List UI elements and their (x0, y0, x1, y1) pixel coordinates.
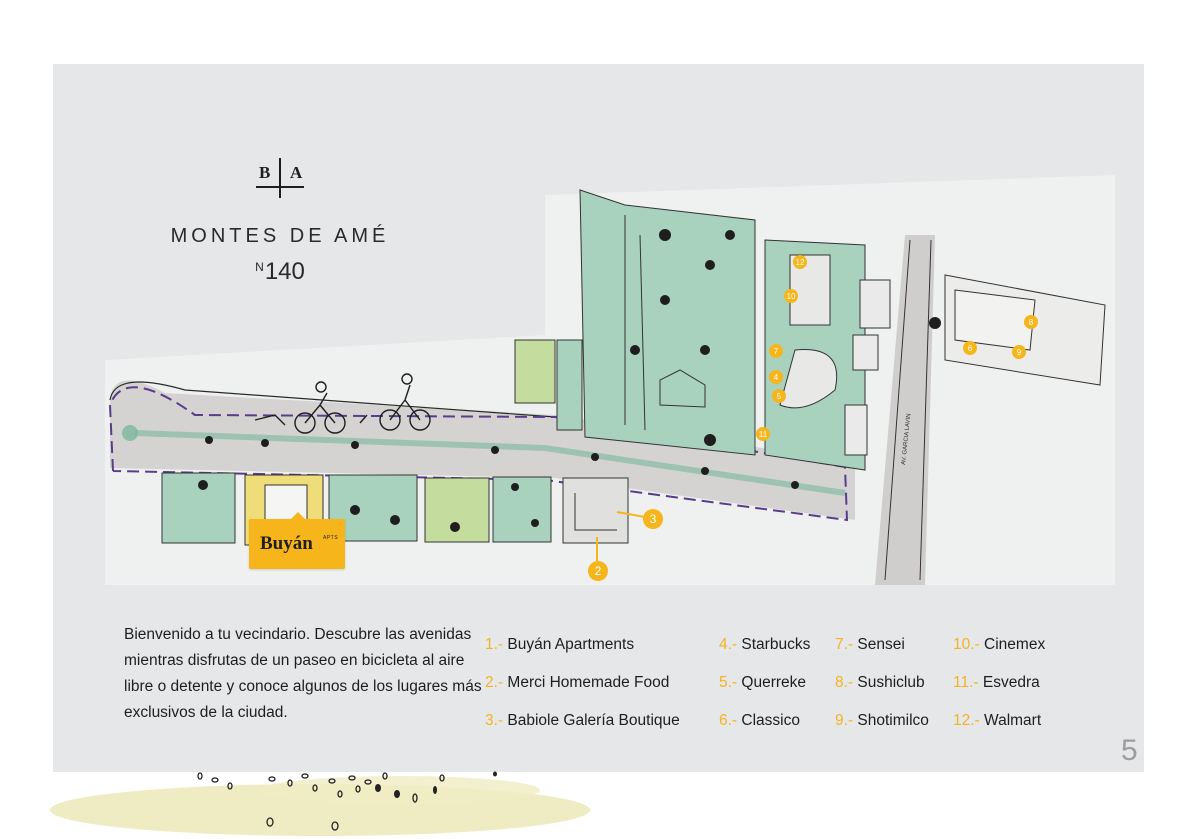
legend-item-10: 10.- Cinemex (953, 636, 1045, 654)
avenue-label: AV. GARCIA LAVIN (901, 413, 912, 465)
monogram-letter-b: B (259, 163, 271, 182)
legend-item-8: 8.- Sushiclub (835, 674, 925, 692)
neighborhood-map: AV. GARCIA LAVIN (105, 175, 1115, 585)
legend-label: Merci Homemade Food (507, 674, 670, 691)
legend-number: 8.- (835, 674, 854, 691)
map-marker-5[interactable]: 5 (772, 389, 786, 403)
legend-item-1: 1.- Buyán Apartments (485, 636, 634, 654)
number-prefix: N (255, 260, 264, 274)
number-value: 140 (264, 258, 305, 285)
legend-number: 4.- (719, 636, 738, 653)
map-marker-7[interactable]: 7 (769, 344, 783, 358)
monogram-underline (256, 186, 304, 188)
brand-monogram: B A (250, 158, 310, 200)
legend-number: 3.- (485, 712, 504, 729)
bottom-decoration (50, 771, 590, 836)
legend-number: 10.- (953, 636, 980, 653)
intro-paragraph: Bienvenido a tu vecindario. Descubre las… (124, 626, 482, 721)
map-marker-10[interactable]: 10 (784, 289, 798, 303)
legend-item-7: 7.- Sensei (835, 636, 905, 654)
legend-item-5: 5.- Querreke (719, 674, 806, 692)
legend-item-11: 11.- Esvedra (953, 674, 1040, 692)
legend-item-9: 9.- Shotimilco (835, 712, 929, 730)
block-6 (562, 477, 629, 544)
legend-item-2: 2.- Merci Homemade Food (485, 674, 669, 692)
badge-pointer (291, 512, 305, 519)
map-marker-11[interactable]: 11 (756, 427, 770, 441)
legend-number: 5.- (719, 674, 738, 691)
legend-number: 2.- (485, 674, 504, 691)
legend-item-4: 4.- Starbucks (719, 636, 810, 654)
legend-item-12: 12.- Walmart (953, 712, 1041, 730)
legend-label: Buyán Apartments (507, 636, 635, 653)
street-number: N140 (150, 258, 410, 286)
block-5 (492, 476, 552, 543)
legend-number: 11.- (953, 674, 979, 691)
legend-label: Starbucks (741, 636, 811, 653)
legend-number: 7.- (835, 636, 854, 653)
legend-label: Classico (741, 712, 800, 729)
legend-number: 6.- (719, 712, 738, 729)
legend-label: Babiole Galería Boutique (507, 712, 680, 729)
map-marker-6[interactable]: 6 (963, 341, 977, 355)
park-area (579, 189, 756, 456)
map-marker-12[interactable]: 12 (793, 255, 807, 269)
legend-label: Shotimilco (857, 712, 929, 729)
legend-label: Querreke (741, 674, 807, 691)
legend-label: Sushiclub (857, 674, 925, 691)
page-number: 5 (1121, 734, 1138, 767)
map-marker-3[interactable]: 3 (643, 509, 663, 529)
monogram-divider (279, 158, 281, 198)
monogram-letter-a: A (290, 163, 303, 182)
legend-label: Cinemex (984, 636, 1046, 653)
map-marker-4[interactable]: 4 (769, 370, 783, 384)
legend-item-3: 3.- Babiole Galería Boutique (485, 712, 680, 730)
map-marker-2[interactable]: 2 (588, 561, 608, 581)
buyan-badge[interactable]: Buyán APTS (249, 512, 345, 569)
badge-sub: APTS (323, 535, 339, 541)
badge-name: Buyán (260, 533, 313, 554)
legend-number: 12.- (953, 712, 980, 729)
legend-label: Sensei (857, 636, 905, 653)
legend-label: Esvedra (982, 674, 1040, 691)
avenue-road (875, 235, 935, 585)
block-4 (424, 477, 490, 543)
map-marker-8[interactable]: 8 (1024, 315, 1038, 329)
legend-number: 9.- (835, 712, 854, 729)
legend-item-6: 6.- Classico (719, 712, 800, 730)
street-name: MONTES DE AMÉ (170, 225, 390, 247)
legend-number: 1.- (485, 636, 504, 653)
legend-label: Walmart (984, 712, 1042, 729)
map-marker-9[interactable]: 9 (1012, 345, 1026, 359)
